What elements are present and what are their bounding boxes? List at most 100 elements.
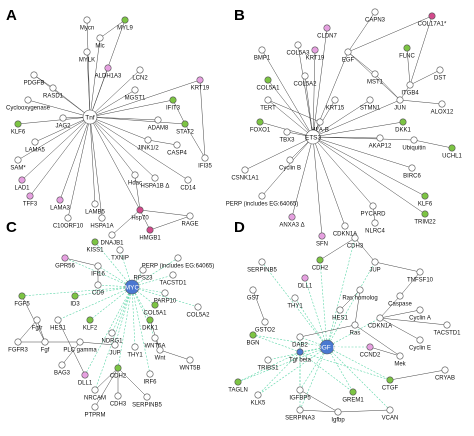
node-label: IGFBP5: [289, 396, 311, 402]
edge-hub-klf6: [312, 136, 426, 197]
node-ccnd2: CCND2: [360, 343, 381, 359]
node-label: DAB2: [292, 343, 308, 349]
edge-plcg-bag3: [61, 341, 81, 366]
hub-node: MYC: [124, 279, 140, 295]
edge-hub-klf6: [17, 116, 91, 125]
node-adam8: ADAM8: [148, 116, 169, 132]
node-label: PDGFB: [24, 81, 45, 87]
node-label: PTPRM: [85, 413, 106, 419]
node-shape: [249, 331, 257, 339]
node-label: IFI35: [198, 164, 212, 170]
node-label: STMN1: [360, 106, 381, 112]
node-rage: RAGE: [181, 212, 199, 228]
node-label: THY1: [287, 304, 303, 310]
panel-d-label: D: [234, 219, 245, 236]
node-mgst1: MGST1: [125, 86, 146, 102]
node-label: TBX3: [279, 138, 295, 144]
node-label: COL5A2: [186, 313, 210, 319]
node-label: SFN: [316, 242, 328, 248]
node-shape: [396, 96, 404, 104]
node-label: ITGB4: [401, 91, 419, 97]
edge-hub-thy1: [294, 297, 328, 348]
node-label: GREM1: [342, 398, 364, 404]
node-label: Fgf: [41, 348, 50, 354]
node-kiss1: KISS1: [86, 238, 104, 254]
node-shape: [143, 393, 151, 401]
node-perp-includes-eg-64065: PERP (includes EG:64065): [226, 192, 298, 208]
node-shape: [288, 213, 296, 221]
edge-tgfb-grem1: [299, 351, 354, 393]
node-shape: [406, 81, 414, 89]
node-cyclin-e: Cyclin E: [409, 336, 431, 352]
node-label: NLRC4: [365, 229, 385, 235]
node-col5a1: COL5A1: [256, 76, 280, 92]
edge-tert-hlab: [267, 99, 321, 123]
node-shape: [83, 48, 91, 56]
node-label: RAGE: [181, 222, 198, 228]
node-shape: [323, 24, 331, 32]
node-label: SERPINB5: [247, 268, 277, 274]
node-label: Mek: [394, 362, 406, 368]
node-cd9: CD9: [92, 281, 105, 297]
edge-tgfb-klk5: [257, 351, 301, 396]
node-shape: [396, 292, 404, 300]
node-txnip: TXNIP: [111, 246, 129, 262]
node-nlrc4: NLRC4: [365, 219, 385, 235]
node-label: Cyclooxygenase: [6, 106, 51, 112]
node-shape: [24, 96, 32, 104]
edge-hub-csnk1a1: [244, 136, 314, 171]
node-fgf: Fgf: [41, 338, 50, 354]
node-label: DNAJB1: [100, 241, 124, 247]
node-label: CD9: [92, 291, 105, 297]
node-label: HES1: [50, 326, 66, 332]
edge-hub-trim22: [312, 136, 426, 215]
node-hes1: HES1: [50, 316, 66, 332]
edge-cdkn1a-cyclina: [379, 309, 421, 319]
node-label: PDGF BB: [313, 345, 342, 352]
node-stmn1: STMN1: [360, 96, 381, 112]
node-bmp1: BMP1: [254, 46, 271, 62]
node-shape: [366, 96, 374, 104]
edge-hub-rasd1: [52, 87, 91, 118]
edge-hub-dkk1: [312, 121, 404, 138]
edge-rashom-hes1: [339, 289, 361, 311]
edge-cdkn1a-cycline: [379, 317, 421, 341]
node-label: KLF6: [418, 202, 433, 208]
edge-hub-igfbp5: [299, 346, 328, 391]
node-label: FGFR3: [8, 348, 28, 354]
node-label: CDH3: [110, 402, 127, 408]
node-label: CASP4: [167, 151, 187, 157]
edge-hub-jun: [312, 99, 401, 138]
node-gst: GST: [247, 286, 259, 302]
node-hsp70: Hsp70: [131, 206, 149, 222]
node-label: CDH2: [110, 374, 127, 380]
node-shape: [201, 154, 209, 162]
node-shape: [54, 316, 62, 324]
edge-mek-ccnd2: [369, 346, 401, 357]
node-shape: [283, 128, 291, 136]
panel-a-label: A: [6, 7, 17, 24]
edge-tgfb-ctgf: [299, 351, 391, 381]
node-hspa1a: HSPA1A: [90, 214, 114, 230]
panel-c-label: C: [6, 219, 17, 236]
node-cdh2: CDH2: [312, 256, 329, 272]
node-rps23: RPS23: [133, 266, 153, 282]
node-shape: [349, 388, 357, 396]
node-shape: [82, 109, 98, 125]
node-shape: [371, 70, 379, 78]
node-label: TERT: [260, 106, 276, 112]
node-shape: [386, 406, 394, 414]
edge-stat2-ifi35: [184, 123, 206, 159]
node-label: JUP: [109, 351, 120, 357]
node-shape: [33, 316, 41, 324]
node-shape: [81, 371, 89, 379]
node-vcan: VCAN: [382, 406, 398, 422]
node-label: SERPINA3: [285, 416, 315, 422]
node-label: JAG2: [55, 124, 71, 130]
edge-hub-col5a1: [267, 79, 314, 138]
edge-plcg-jup: [79, 341, 116, 346]
node-label: Tnf: [85, 115, 95, 122]
node-label: JINK1/2: [137, 146, 159, 152]
